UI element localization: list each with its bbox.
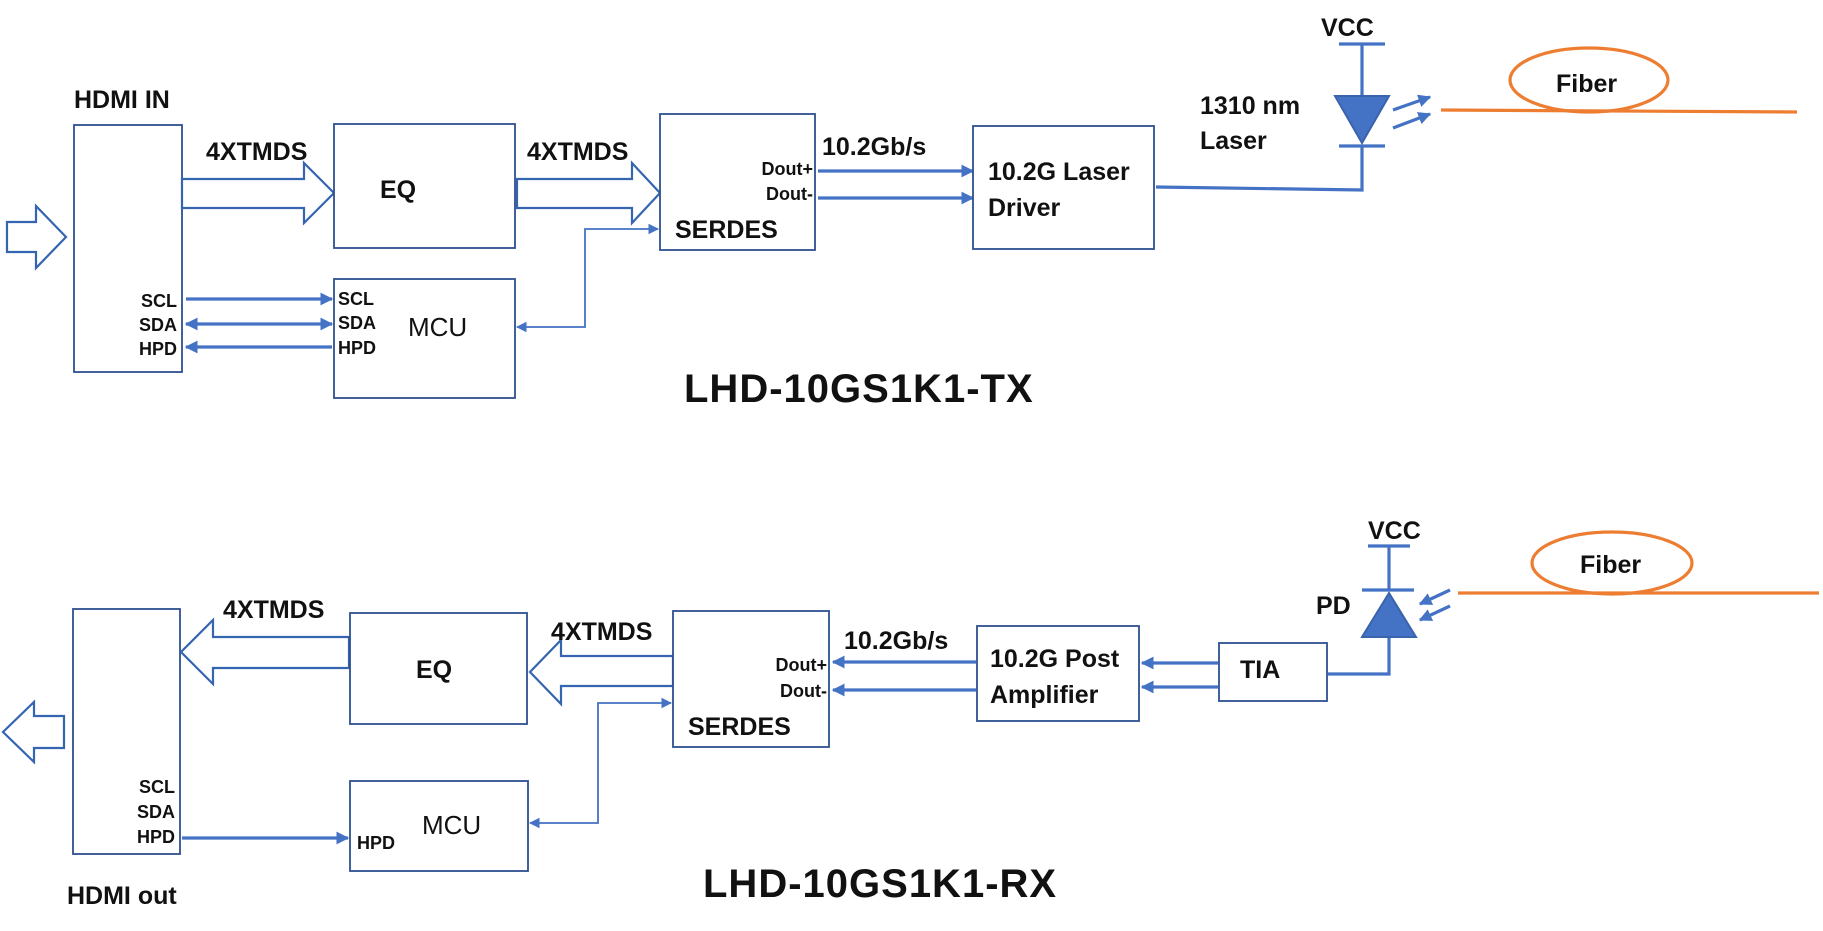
- rx-dout-minus: Dout-: [780, 681, 827, 701]
- rx-pd-label: PD: [1316, 592, 1351, 620]
- rx-tmds-arrow-2: [528, 637, 675, 707]
- tx-laser-label-1: 1310 nm: [1200, 92, 1300, 120]
- rx-hdmi-pin-sda: SDA: [137, 802, 175, 822]
- rx-serdes-box: [672, 610, 830, 748]
- tx-dout-plus: Dout+: [762, 159, 814, 179]
- rx-hdmi-pin-hpd: HPD: [137, 827, 175, 847]
- rx-eq-box: [349, 612, 528, 725]
- tx-mcu-pin-scl: SCL: [338, 289, 374, 309]
- rx-eq-label: EQ: [416, 656, 452, 684]
- rx-post-amp-box: [976, 625, 1140, 722]
- rx-hdmi-out-label: HDMI out: [67, 882, 177, 910]
- rx-post-amp-line2: Amplifier: [990, 681, 1099, 709]
- tx-title: LHD-10GS1K1-TX: [684, 367, 1034, 411]
- tx-mcu-serdes-link: [515, 223, 660, 333]
- tx-laser-driver-line1: 10.2G Laser: [988, 158, 1130, 186]
- tx-mcu-pin-sda: SDA: [338, 313, 376, 333]
- tx-hdmi-pin-scl: SCL: [141, 291, 177, 311]
- rx-tmds-label-1: 4XTMDS: [223, 596, 324, 624]
- rx-hdmi-out-box: [72, 608, 181, 855]
- tx-tmds-arrow-1: [180, 160, 336, 226]
- tx-tmds-label-2: 4XTMDS: [527, 138, 628, 166]
- tx-mcu-pin-hpd: HPD: [338, 338, 376, 358]
- tx-dout-minus: Dout-: [766, 184, 813, 204]
- rx-rate-label: 10.2Gb/s: [844, 627, 948, 655]
- tx-laser-label-2: Laser: [1200, 127, 1267, 155]
- rx-vcc-label: VCC: [1368, 517, 1421, 545]
- rx-mcu-box: [349, 780, 529, 872]
- rx-dout-plus: Dout+: [776, 655, 828, 675]
- tx-eq-label: EQ: [380, 176, 416, 204]
- rx-mcu-pin-hpd: HPD: [357, 833, 395, 853]
- tx-hdmi-pin-sda: SDA: [139, 315, 177, 335]
- rx-tmds-arrow-1: [179, 617, 351, 687]
- rx-title: LHD-10GS1K1-RX: [703, 862, 1057, 906]
- rx-hdmi-pin-scl: SCL: [139, 777, 175, 797]
- tx-emission-arrow-1: [1392, 94, 1432, 112]
- tx-eq-box: [333, 123, 516, 249]
- tx-hdmi-in-label: HDMI IN: [74, 86, 170, 114]
- tx-tmds-label-1: 4XTMDS: [206, 138, 307, 166]
- rx-tia-box: [1218, 642, 1328, 702]
- rx-mcu-label: MCU: [422, 810, 481, 840]
- tx-fiber-label: Fiber: [1556, 70, 1617, 98]
- tx-serdes-label: SERDES: [675, 216, 778, 244]
- rx-tia-pd-wire: [1328, 637, 1391, 676]
- tx-emission-arrow-2: [1392, 112, 1432, 130]
- tx-hdmi-in-box: [73, 124, 183, 373]
- tx-section: HDMI IN SCL SDA HPD 4XTMDS EQ 4XTMDS SER…: [5, 14, 1798, 411]
- tx-fiber-line: [1440, 108, 1798, 114]
- tx-mcu-label: MCU: [408, 312, 467, 342]
- tx-rate-label: 10.2Gb/s: [822, 133, 926, 161]
- photodiode-icon: [1360, 591, 1418, 638]
- tx-driver-laser-wire: [1155, 145, 1364, 192]
- rx-section: HDMI out SCL SDA HPD 4XTMDS EQ 4XTMDS SE…: [1, 517, 1819, 910]
- tx-hdmi-pin-hpd: HPD: [139, 339, 177, 359]
- tx-laser-driver-line2: Driver: [988, 194, 1061, 222]
- rx-mcu-serdes-link: [528, 697, 673, 829]
- rx-serdes-label: SERDES: [688, 713, 791, 741]
- tx-input-arrow: [5, 203, 68, 271]
- rx-incident-arrow-2: [1418, 604, 1451, 622]
- tx-vcc-label: VCC: [1321, 14, 1374, 42]
- rx-post-amp-line1: 10.2G Post: [990, 645, 1120, 673]
- rx-tmds-label-2: 4XTMDS: [551, 618, 652, 646]
- rx-output-arrow: [1, 699, 66, 765]
- tx-laser-driver-box: [972, 125, 1155, 250]
- rx-tia-label: TIA: [1240, 656, 1280, 684]
- tx-mcu-box: [333, 278, 516, 399]
- laser-diode-icon: [1333, 95, 1391, 146]
- rx-fiber-label: Fiber: [1580, 551, 1641, 579]
- tx-serdes-box: [659, 113, 816, 251]
- tx-tmds-arrow-2: [515, 160, 662, 226]
- rx-incident-arrow-1: [1418, 588, 1451, 606]
